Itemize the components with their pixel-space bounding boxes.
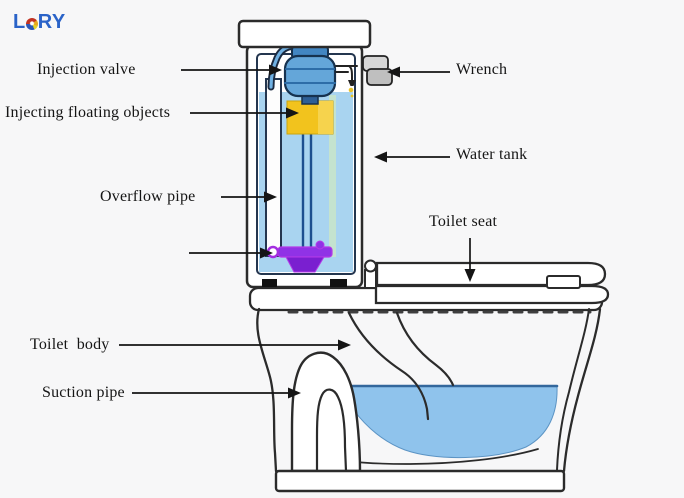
flush-valve-figure [266, 240, 333, 273]
suction-pipe-inner-figure [315, 388, 348, 473]
lift-pipe-figure [301, 132, 313, 250]
water-tank-figure [237, 19, 393, 289]
label-toilet-seat: Toilet seat [429, 213, 498, 230]
water-drop-icon [348, 87, 354, 93]
logo-text-right: RY [37, 11, 66, 33]
seat-hinge-icon [364, 259, 377, 273]
label-injecting-floating-objects: Injecting floating objects [5, 104, 171, 121]
tank-bolt-left [262, 279, 277, 287]
flush-valve-ring-icon [266, 245, 280, 259]
bowl-right-outline [562, 307, 602, 473]
flush-channel-right-line [395, 311, 455, 387]
spout-icon [348, 80, 356, 86]
tank-lid-figure [237, 19, 372, 49]
label-toilet-body: Toilet body [30, 336, 110, 353]
refill-stripe-figure [329, 95, 336, 257]
bowl-water-figure [338, 385, 558, 458]
leader-arrows [119, 64, 476, 399]
tank-bolt-right [330, 279, 347, 287]
bowl-left-outline [256, 307, 278, 473]
fill-valve-figure [267, 43, 337, 105]
overflow-pipe-figure [265, 78, 282, 257]
label-water-tank: Water tank [456, 146, 528, 163]
brand-logo: L RY [13, 11, 66, 34]
label-suction-pipe: Suction pipe [42, 384, 125, 401]
toilet-base-figure [274, 469, 566, 493]
toilet-body-figure [248, 259, 610, 493]
float-figure [286, 100, 334, 135]
toilet-seat-band-figure [374, 284, 610, 305]
flush-channel-left-line [347, 311, 430, 421]
bowl-right-inner-outline [556, 308, 590, 471]
seat-hinge-post-figure [364, 269, 377, 289]
seat-bumper-figure [546, 275, 581, 289]
logo-text-left: L [13, 11, 26, 33]
colorful-dot-icon [25, 18, 38, 30]
wrench-fitting-figure [335, 55, 393, 98]
label-injection-valve: Injection valve [37, 61, 136, 78]
label-wrench: Wrench [456, 61, 508, 78]
label-overflow-pipe: Overflow pipe [100, 188, 196, 205]
